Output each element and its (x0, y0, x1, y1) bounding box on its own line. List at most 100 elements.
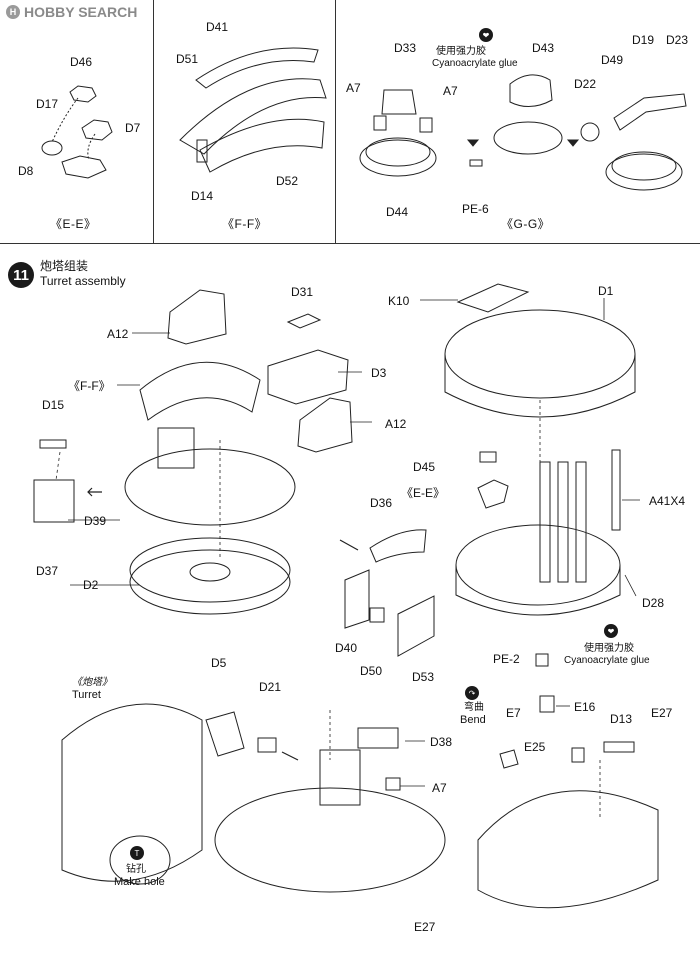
label-e27-top: E27 (651, 706, 673, 720)
label-d38: D38 (430, 735, 453, 749)
part-e16 (539, 695, 555, 713)
bend-note-en: Bend (460, 714, 486, 726)
part-d13 (603, 741, 635, 753)
glue-note-2-en: Cyanoacrylate glue (564, 655, 650, 666)
part-d38 (357, 727, 399, 749)
label-d40: D40 (335, 641, 358, 655)
label-pe6: PE-6 (462, 202, 489, 216)
part-a41-2 (557, 461, 569, 583)
label-d33: D33 (394, 41, 417, 55)
label-d8: D8 (18, 164, 34, 178)
bend-icon: ↷ (465, 686, 479, 700)
label-d23: D23 (666, 33, 689, 47)
part-d49 (613, 93, 687, 131)
part-d14 (196, 139, 208, 163)
label-a7-left: A7 (346, 81, 361, 95)
label-d22: D22 (574, 77, 597, 91)
part-turret-half (61, 703, 203, 882)
panel-divider-1 (153, 0, 154, 243)
part-turret-floor (214, 787, 446, 893)
label-a7-right: A7 (443, 84, 458, 98)
label-d19: D19 (632, 33, 655, 47)
caption-ee: 《E-E》 (50, 217, 97, 231)
glue-note-en: Cyanoacrylate glue (432, 58, 518, 69)
part-d28 (455, 524, 621, 606)
part-d15 (39, 439, 67, 449)
label-d39: D39 (84, 514, 107, 528)
label-e16: E16 (574, 700, 596, 714)
part-a12-top (167, 289, 227, 345)
part-d17 (41, 140, 63, 156)
label-d21: D21 (259, 680, 282, 694)
label-a41x4: A41X4 (649, 494, 686, 508)
part-d51 (179, 78, 327, 155)
drill-icon: T (130, 846, 144, 860)
part-a7-bottom (385, 777, 401, 791)
part-d22 (580, 122, 600, 142)
part-a12-right (297, 397, 353, 453)
part-d7 (81, 119, 113, 141)
part-d40 (344, 569, 370, 629)
part-e7 (499, 749, 519, 769)
part-a7b (419, 117, 433, 133)
logo-text: HOBBY SEARCH (24, 4, 138, 20)
label-d41: D41 (206, 20, 229, 34)
part-pe2 (535, 653, 549, 667)
caption-ff: 《F-F》 (222, 217, 268, 231)
make-hole-cn: 钻孔 (126, 864, 146, 875)
turret-note-cn: 《炮塔》 (72, 677, 112, 688)
part-d33 (381, 89, 417, 115)
label-d17: D17 (36, 97, 59, 111)
label-d36: D36 (370, 496, 393, 510)
part-interior-box (157, 427, 195, 469)
part-k10 (456, 283, 530, 313)
part-d50 (369, 607, 385, 623)
label-d53: D53 (412, 670, 435, 684)
part-d43 (509, 74, 553, 107)
glue-note-2-cn: 使用强力胶 (584, 643, 634, 654)
part-a41-1 (539, 461, 551, 583)
label-d5: D5 (211, 656, 227, 670)
label-d50: D50 (360, 664, 383, 678)
label-d46: D46 (70, 55, 93, 69)
label-d45: D45 (413, 460, 436, 474)
bend-note-cn: 弯曲 (464, 702, 484, 713)
part-d53 (397, 595, 435, 657)
step-number: 11 (8, 262, 34, 288)
label-d1: D1 (598, 284, 614, 298)
label-d2: D2 (83, 578, 99, 592)
label-d7: D7 (125, 121, 141, 135)
label-ee-ref: 《E-E》 (401, 486, 446, 500)
part-d8 (61, 155, 107, 179)
part-d31 (286, 313, 322, 329)
hobby-search-logo: H HOBBY SEARCH (6, 4, 137, 20)
panel-divider-2 (335, 0, 336, 243)
part-d36 (369, 529, 427, 563)
part-a41-4 (611, 449, 621, 531)
caption-gg: 《G-G》 (501, 217, 551, 231)
step-title: 炮塔组装 Turret assembly (40, 259, 126, 289)
part-interior-block (319, 749, 361, 806)
label-d44: D44 (386, 205, 409, 219)
label-d37: D37 (36, 564, 59, 578)
label-e27-bottom: E27 (414, 920, 436, 934)
step-title-cn: 炮塔组装 (40, 259, 89, 273)
part-d46 (69, 85, 97, 103)
part-ff-assembly (139, 361, 261, 421)
part-d1 (444, 309, 636, 399)
label-a12-right: A12 (385, 417, 407, 431)
label-e25: E25 (524, 740, 546, 754)
part-d3 (267, 349, 349, 405)
turret-note-en: Turret (72, 689, 101, 701)
label-a12-top: A12 (107, 327, 129, 341)
part-e25 (571, 747, 585, 763)
label-pe2: PE-2 (493, 652, 520, 666)
step-title-en: Turret assembly (40, 274, 126, 288)
part-d39 (124, 448, 296, 526)
part-a7a (373, 115, 387, 131)
part-d5 (205, 711, 245, 757)
section-divider (0, 243, 700, 244)
label-d15: D15 (42, 398, 65, 412)
label-d52: D52 (276, 174, 299, 188)
